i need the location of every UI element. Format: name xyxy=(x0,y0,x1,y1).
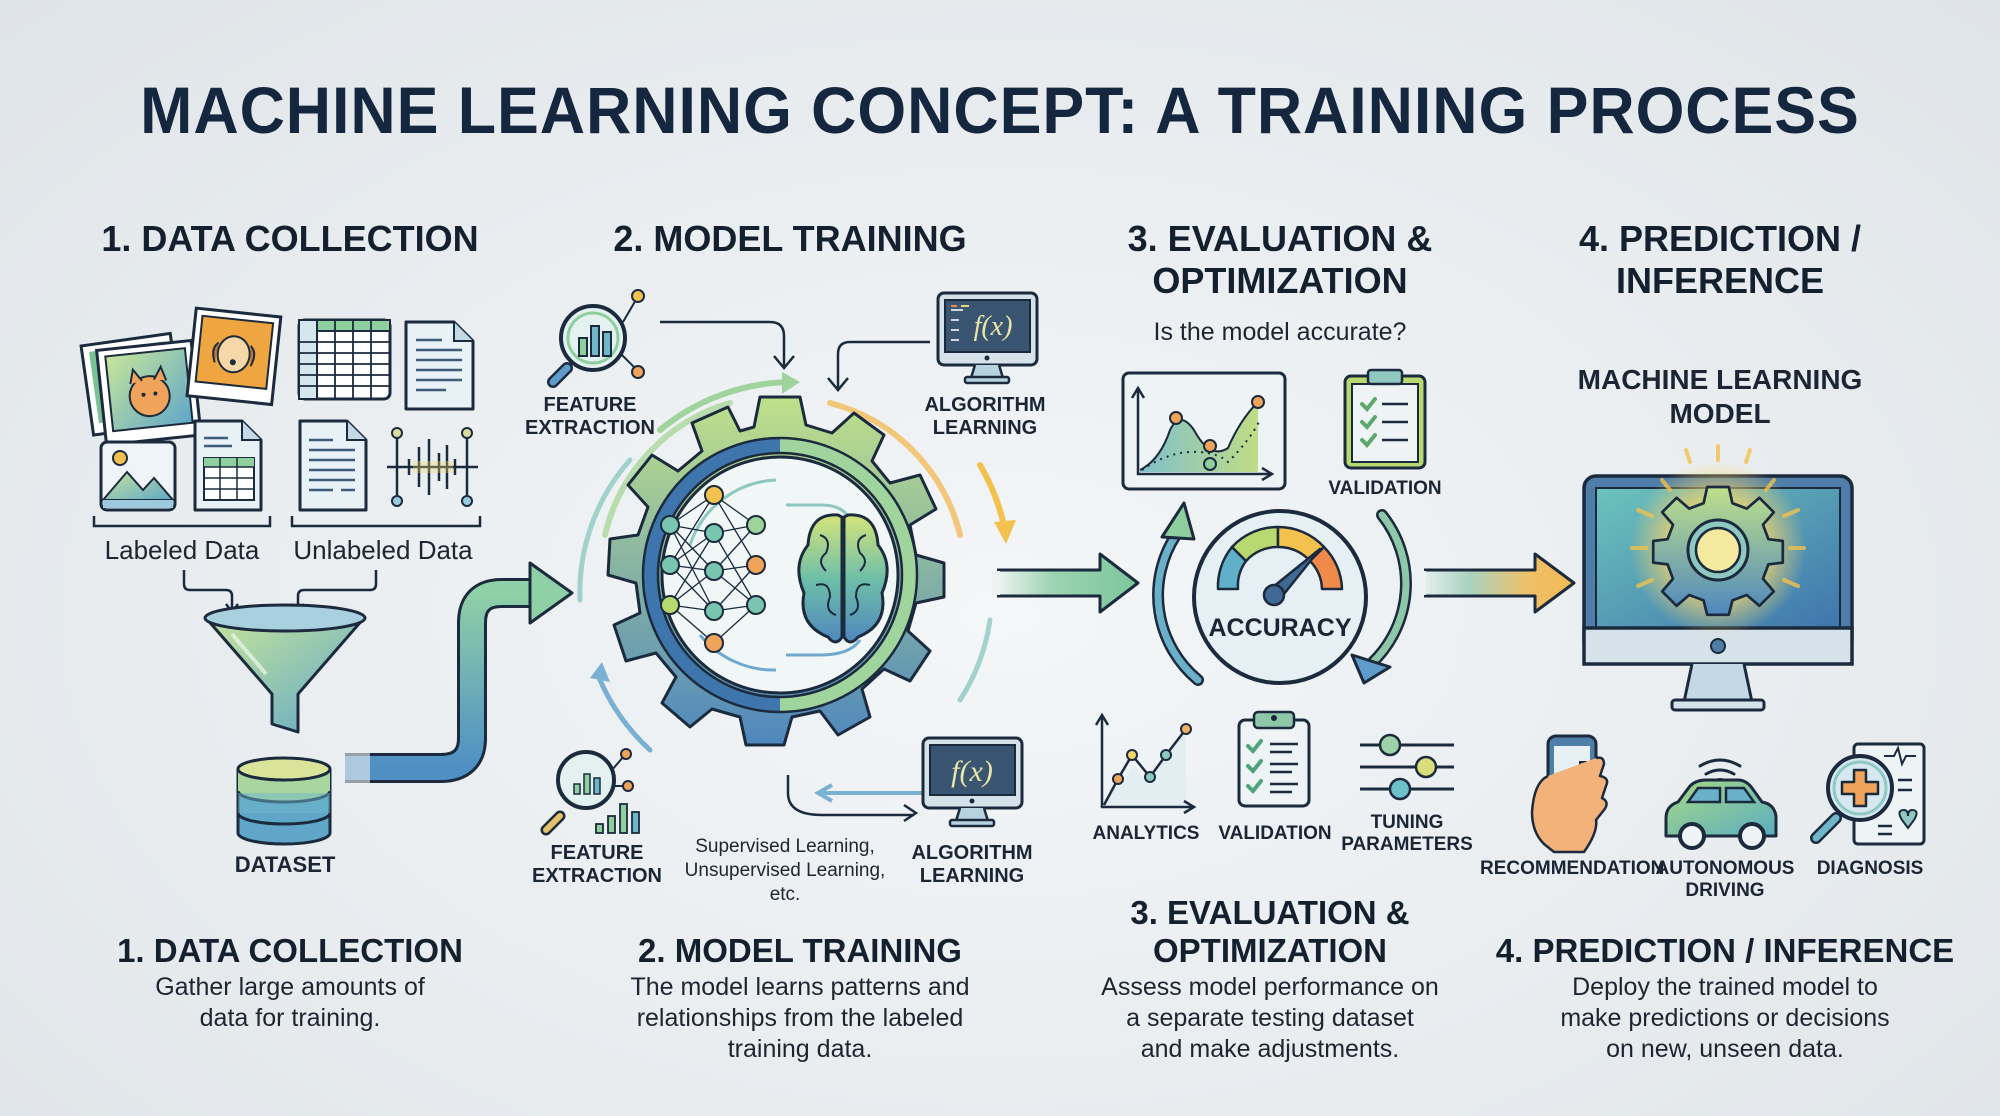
flow-arrow-evaluation-to-prediction xyxy=(1420,552,1576,614)
section-heading-prediction: 4. PREDICTION / INFERENCE xyxy=(1578,218,1862,301)
learning-connector xyxy=(786,775,922,823)
sliders-icon xyxy=(1360,733,1454,801)
brain-icon xyxy=(797,513,889,644)
spreadsheet-icon xyxy=(297,318,392,401)
summary-heading: 2. MODEL TRAINING xyxy=(638,932,962,969)
summary-heading: 3. EVALUATION & OPTIMIZATION xyxy=(1130,894,1410,969)
database-icon xyxy=(236,756,332,846)
autonomous-car-icon xyxy=(1664,758,1778,850)
summary-evaluation: 3. EVALUATION & OPTIMIZATION Assess mode… xyxy=(1080,894,1460,1065)
text-document-icon xyxy=(298,419,368,512)
summary-heading: 4. PREDICTION / INFERENCE xyxy=(1495,932,1955,969)
summary-description: The model learns patterns and relationsh… xyxy=(630,973,970,1063)
labeled-data-label: Labeled Data xyxy=(104,535,260,565)
unlabeled-data-label: Unlabeled Data xyxy=(293,535,473,565)
diagnosis-label: DIAGNOSIS xyxy=(1816,858,1924,879)
performance-chart-icon xyxy=(1121,371,1287,491)
analytics-label: ANALYTICS xyxy=(1092,823,1200,844)
bracket-lines xyxy=(92,516,482,528)
section-heading-data-collection: 1. DATA COLLECTION xyxy=(101,218,479,259)
summary-description: Gather large amounts of data for trainin… xyxy=(155,973,425,1032)
autonomous-driving-label: AUTONOMOUS DRIVING xyxy=(1655,858,1795,901)
summary-description: Assess model performance on a separate t… xyxy=(1101,973,1439,1063)
section-heading-evaluation: 3. EVALUATION & OPTIMIZATION xyxy=(1127,218,1433,301)
cat-photo-icon xyxy=(79,306,283,447)
algorithm-learning-label-top: ALGORITHM LEARNING xyxy=(924,394,1046,439)
algorithm-monitor-icon: f(x) xyxy=(936,291,1039,385)
validation-clipboard-icon xyxy=(1343,368,1427,470)
training-cycle-arrows xyxy=(577,372,1016,753)
accuracy-label: ACCURACY xyxy=(1208,614,1352,642)
feature-extraction-chart-icon xyxy=(540,748,640,836)
algorithm-learning-label-bottom: ALGORITHM LEARNING xyxy=(911,842,1033,887)
dataset-label: DATASET xyxy=(234,852,336,877)
summary-prediction: 4. PREDICTION / INFERENCE Deploy the tra… xyxy=(1490,932,1960,1065)
checklist-clipboard-icon xyxy=(1237,710,1311,808)
fx-text: f(x) xyxy=(951,755,993,788)
input-connectors-top xyxy=(660,320,930,392)
learning-types-note: Supervised Learning, Unsupervised Learni… xyxy=(684,836,886,905)
summary-model-training: 2. MODEL TRAINING The model learns patte… xyxy=(580,932,1020,1065)
fx-text: f(x) xyxy=(974,311,1013,342)
recommendation-label: RECOMMENDATION xyxy=(1480,858,1665,879)
spreadsheet-doc-icon xyxy=(193,419,263,512)
flow-arrow-training-to-evaluation xyxy=(992,552,1140,614)
summary-description: Deploy the trained model to make predict… xyxy=(1560,973,1890,1063)
accuracy-gauge xyxy=(1152,501,1412,686)
phone-in-hand-icon xyxy=(1530,734,1609,854)
landscape-image-icon xyxy=(99,440,177,512)
section-heading-model-training: 2. MODEL TRAINING xyxy=(613,218,967,259)
validation-label-bottom: VALIDATION xyxy=(1218,823,1332,844)
audio-waveform-icon xyxy=(387,427,478,507)
ml-model-label: MACHINE LEARNING MODEL xyxy=(1577,364,1863,429)
line-chart-icon xyxy=(1094,712,1197,815)
page-title: MACHINE LEARNING CONCEPT: A TRAINING PRO… xyxy=(140,73,1860,147)
ml-model-monitor-icon xyxy=(1582,444,1854,712)
training-gear-icon xyxy=(602,395,963,747)
flow-arrow-dataset-to-training xyxy=(340,561,574,788)
feature-extraction-label-top: FEATURE EXTRACTION xyxy=(525,394,655,439)
feature-extraction-magnifier-icon xyxy=(547,289,645,388)
tuning-parameters-label: TUNING PARAMETERS xyxy=(1341,812,1473,855)
summary-data-collection: 1. DATA COLLECTION Gather large amounts … xyxy=(90,932,490,1034)
summary-heading: 1. DATA COLLECTION xyxy=(117,932,463,969)
validation-label-top: VALIDATION xyxy=(1328,478,1442,499)
text-document-icon xyxy=(404,320,475,411)
algorithm-monitor-icon-bottom: f(x) xyxy=(921,736,1024,828)
medical-diagnosis-icon xyxy=(1810,742,1926,846)
funnel-icon xyxy=(203,603,367,734)
feature-extraction-label-bottom: FEATURE EXTRACTION xyxy=(532,842,662,887)
evaluation-question: Is the model accurate? xyxy=(1153,318,1407,346)
